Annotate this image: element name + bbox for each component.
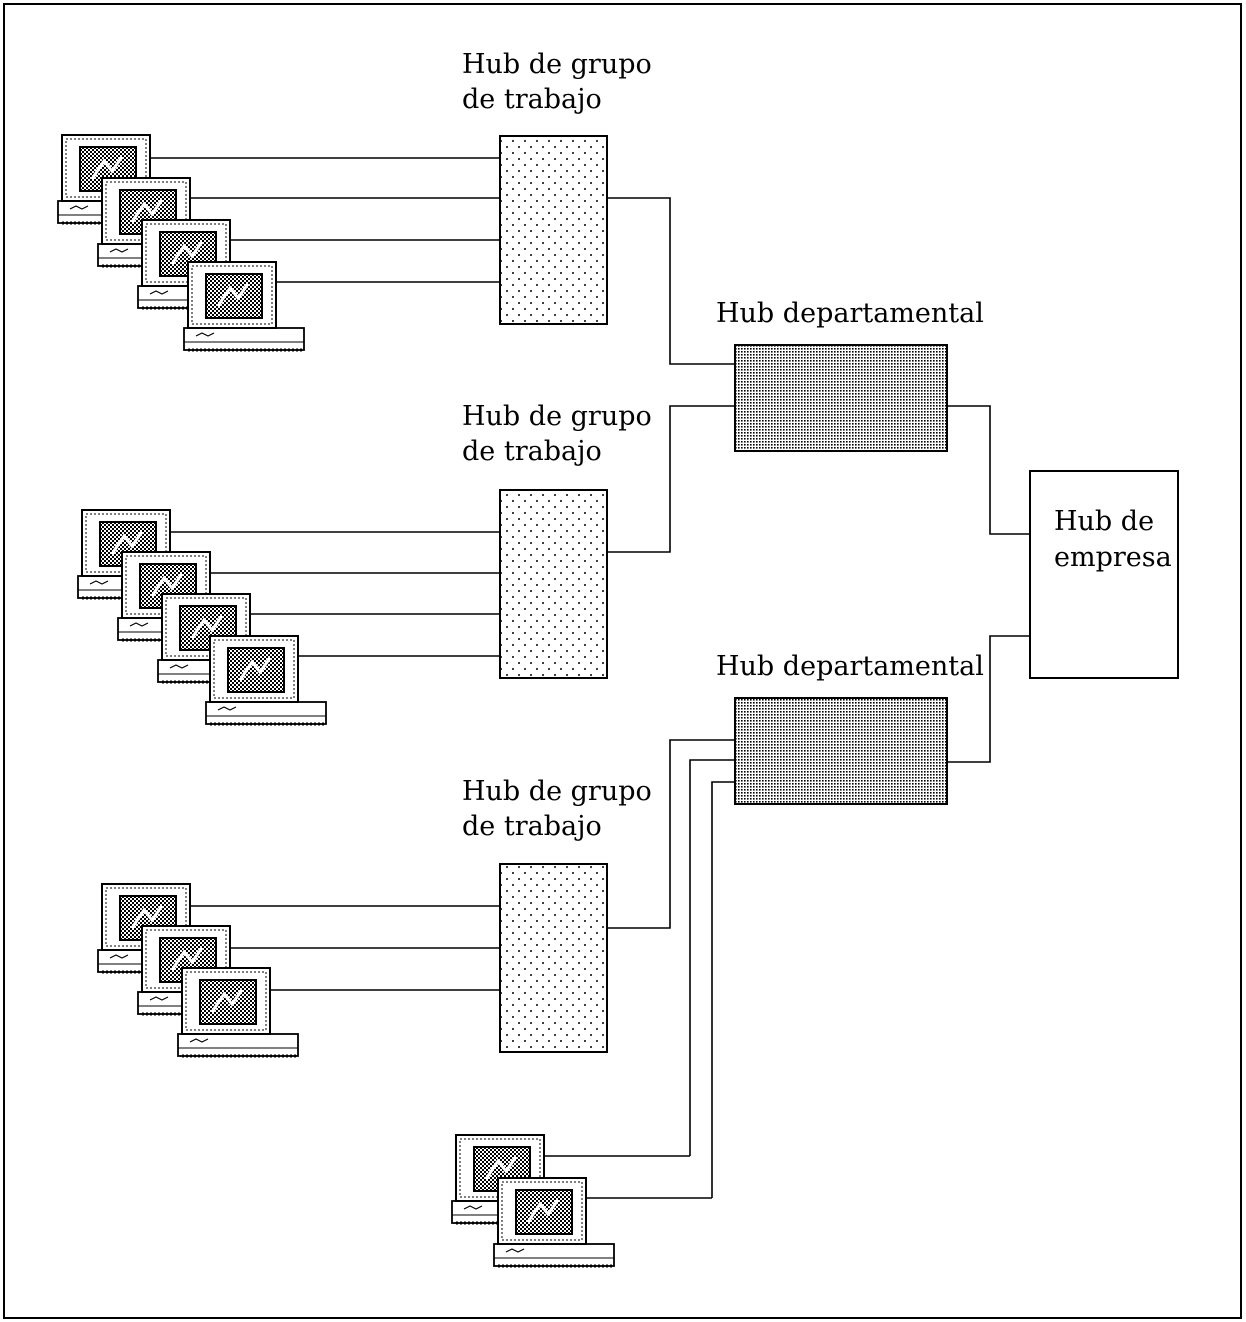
- workgroup-hub-1-label-line1: Hub de grupo: [462, 49, 652, 80]
- workgroup-hub-2-label-line2: de trabajo: [462, 436, 602, 467]
- computer-icon: [184, 262, 304, 350]
- enterprise-hub-label-line1: Hub de: [1054, 506, 1154, 537]
- department-hub-1-group: Hub departamental: [716, 298, 984, 451]
- workgroup-2: Hub de grupo de trabajo: [78, 401, 652, 724]
- computer-icon: [178, 968, 298, 1056]
- department-hub-1: [735, 345, 947, 451]
- workgroup-hub-2: [500, 490, 607, 678]
- computer-icon: [206, 636, 326, 724]
- workgroup-hub-1: [500, 136, 607, 324]
- workgroup-hub-3: [500, 864, 607, 1052]
- workgroup-hub-3-label-line2: de trabajo: [462, 811, 602, 842]
- department-hub-2-label: Hub departamental: [716, 651, 984, 682]
- workgroup-hub-1-label-line2: de trabajo: [462, 84, 602, 115]
- workgroup-hub-2-label-line1: Hub de grupo: [462, 401, 652, 432]
- workgroup-3: Hub de grupo de trabajo: [98, 776, 652, 1056]
- workgroup-1: Hub de grupo de trabajo: [58, 49, 652, 350]
- enterprise-hub-group: Hub de empresa: [1030, 471, 1178, 678]
- enterprise-hub: [1030, 471, 1178, 678]
- department-hub-2: [735, 698, 947, 804]
- workgroup-hub-3-label-line1: Hub de grupo: [462, 776, 652, 807]
- department-hub-2-group: Hub departamental: [716, 651, 984, 804]
- department-hub-1-label: Hub departamental: [716, 298, 984, 329]
- computer-icon: [494, 1178, 614, 1266]
- enterprise-hub-label-line2: empresa: [1054, 542, 1172, 573]
- direct-computers: [452, 1135, 712, 1266]
